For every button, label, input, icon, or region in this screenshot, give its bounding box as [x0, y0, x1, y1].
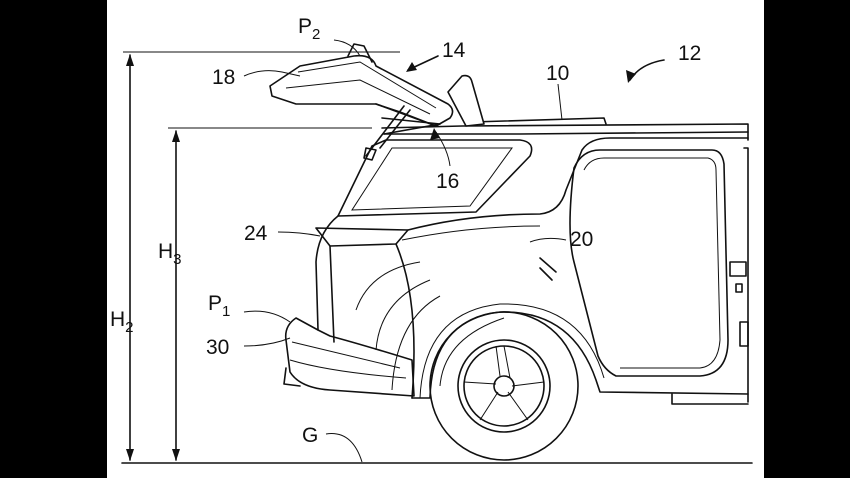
label-20: 20 — [570, 228, 593, 251]
label-h3: H3 — [158, 240, 182, 268]
h2-dimension — [123, 51, 400, 461]
label-12: 12 — [678, 42, 701, 65]
rear-bumper — [283, 317, 415, 397]
label-p2: P2 — [298, 15, 320, 43]
drawing-panel — [107, 0, 764, 478]
label-p1: P1 — [208, 292, 230, 320]
rear-wheel — [429, 311, 579, 461]
h3-dimension — [168, 127, 372, 461]
label-h2: H2 — [110, 308, 134, 336]
liftgate-open — [269, 43, 485, 161]
label-10: 10 — [546, 62, 569, 85]
label-30: 30 — [206, 336, 229, 359]
label-14: 14 — [442, 39, 466, 62]
label-24: 24 — [244, 222, 268, 245]
leader-lines — [243, 39, 665, 463]
label-18: 18 — [212, 66, 235, 89]
label-g: G — [302, 424, 318, 447]
label-16: 16 — [436, 170, 459, 193]
vehicle-body — [315, 117, 749, 405]
